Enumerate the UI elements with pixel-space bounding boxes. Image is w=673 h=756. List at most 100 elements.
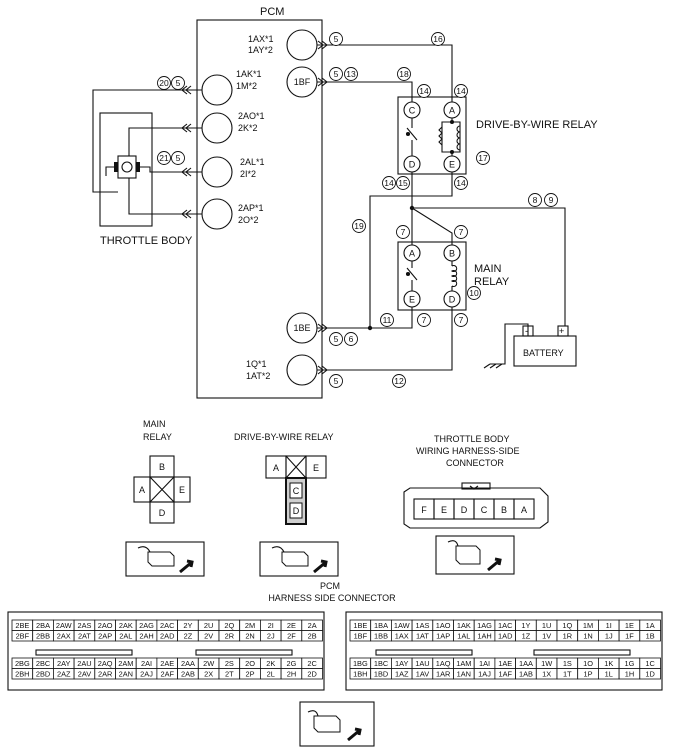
- pcm-connector-terminal-label: 2S: [225, 659, 234, 668]
- wire-num-20: 20: [157, 76, 171, 90]
- svg-text:8: 8: [533, 195, 538, 205]
- label-1ay: 1AY*2: [248, 45, 273, 55]
- wire-num-5f: 5: [171, 151, 185, 165]
- svg-text:9: 9: [549, 195, 554, 205]
- wire-num-14b: 14: [454, 84, 468, 98]
- pcm-connector-terminal-label: 1BE: [353, 621, 367, 630]
- wire-num-13: 13: [344, 67, 358, 81]
- pcm-conn-title-1: PCM: [320, 581, 340, 591]
- svg-text:15: 15: [398, 178, 408, 188]
- tb-connector-pin-label: F: [421, 505, 427, 515]
- svg-text:5: 5: [334, 376, 339, 386]
- pcm-connector-terminal-label: 1BH: [353, 670, 367, 679]
- junction-dot-2: [367, 325, 373, 331]
- throttle-motor-symbol: [114, 155, 140, 179]
- svg-text:7: 7: [401, 227, 406, 237]
- svg-text:5: 5: [176, 78, 181, 88]
- pcm-connector-terminal-label: 2BG: [15, 659, 30, 668]
- svg-text:13: 13: [346, 69, 356, 79]
- pcm-connector-terminal-label: 1Y: [521, 621, 530, 630]
- svg-text:5: 5: [334, 34, 339, 44]
- battery-minus: -: [525, 326, 528, 336]
- wire-num-7d: 7: [454, 313, 468, 327]
- pcm-connector-terminal-label: 2AR: [98, 670, 112, 679]
- pcm-terminal-2ap: 2AP*1 2O*2: [201, 198, 264, 230]
- wire-num-19: 19: [352, 219, 366, 233]
- svg-text:7: 7: [459, 315, 464, 325]
- connector-illustration-main: [125, 541, 205, 577]
- pcm-connector-terminal-label: 1AN: [457, 670, 471, 679]
- svg-text:14: 14: [456, 178, 466, 188]
- pcm-connector-terminal-label: 1AI: [479, 659, 490, 668]
- svg-text:12: 12: [394, 376, 404, 386]
- pcm-connector-terminal-label: 2AC: [160, 621, 175, 630]
- battery-box: [513, 335, 577, 367]
- svg-text:17: 17: [478, 153, 488, 163]
- pcm-connector-terminal-label: 1U: [542, 621, 551, 630]
- pcm-connector-cavity: [301, 668, 323, 680]
- wire-num-8: 8: [528, 193, 542, 207]
- pcm-connector-terminal-label: 2BE: [15, 621, 29, 630]
- dbw-relay-pins: C A D E: [403, 101, 461, 173]
- svg-text:14: 14: [419, 86, 429, 96]
- pcm-connector-terminal-label: 1K: [604, 659, 613, 668]
- label-1ak: 1AK*1: [236, 69, 262, 79]
- pcm-connector-terminal-label: 1O: [583, 659, 593, 668]
- pcm-key-left-1: [35, 649, 133, 656]
- pcm-connector-terminal-label: 2X: [204, 670, 213, 679]
- wire-num-9: 9: [544, 193, 558, 207]
- main-pin-b: B: [449, 249, 455, 259]
- svg-text:10: 10: [469, 288, 479, 298]
- dbw-pin-a: A: [449, 106, 455, 116]
- throttle-body-box: [99, 112, 153, 227]
- pcm-connector-terminal-label: 2P: [246, 670, 255, 679]
- pcm-connector-terminal-label: 1AF: [498, 670, 512, 679]
- pcm-connector-terminal-label: 1N: [583, 632, 592, 641]
- pcm-connector-terminal-label: 2AW: [56, 621, 72, 630]
- pcm-key-left-2: [195, 649, 293, 656]
- pcm-connector-terminal-label: 1J: [605, 632, 613, 641]
- svg-text:5: 5: [334, 69, 339, 79]
- battery-plus: +: [559, 326, 564, 336]
- pcm-connector-terminal-label: 1AX: [395, 632, 409, 641]
- svg-text:7: 7: [459, 227, 464, 237]
- pcm-terminal-1bf: 1BF: [286, 66, 318, 98]
- pcm-box: [196, 19, 323, 399]
- tb-connector-pin-label: A: [521, 505, 527, 515]
- pcm-connector-terminal-label: 2AK: [119, 621, 133, 630]
- pcm-connector-terminal-label: 2BD: [36, 670, 50, 679]
- connector-illustration-pcm: [299, 701, 375, 747]
- pcm-connector-terminal-label: 2H: [287, 670, 296, 679]
- pcm-terminal-1be: 1BE: [286, 312, 318, 344]
- pcm-connector-terminal-label: 1AV: [416, 670, 429, 679]
- pcm-connector-terminal-label: 1AA: [519, 659, 533, 668]
- pcm-connector-terminal-label: 2D: [307, 670, 316, 679]
- label-2i: 2I*2: [240, 169, 256, 179]
- tb-connector-pin-label: B: [501, 505, 507, 515]
- pcm-connector-terminal-label: 2AS: [77, 621, 91, 630]
- svg-text:5: 5: [334, 334, 339, 344]
- pcm-connector-terminal-label: 2AE: [160, 659, 174, 668]
- pcm-connector-terminal-label: 1BA: [374, 621, 388, 630]
- connector-illustration-dbw: [259, 541, 339, 577]
- conn-main-a: A: [139, 485, 145, 495]
- junction-dot-1: [409, 205, 415, 211]
- pcm-connector-terminal-label: 1BF: [354, 632, 368, 641]
- pcm-connector-terminal-label: 1X: [542, 670, 551, 679]
- pcm-connector-terminal-label: 2BH: [15, 670, 29, 679]
- pcm-connector-cavity: [639, 668, 661, 680]
- pcm-connector-terminal-label: 1C: [645, 659, 655, 668]
- dbw-relay-connector-view: DRIVE-BY-WIRE RELAY A E C D: [234, 432, 334, 525]
- conn-main-title-2: RELAY: [143, 432, 172, 442]
- pcm-connector-terminal-label: 1Q: [562, 621, 572, 630]
- main-relay-internals: [405, 261, 458, 291]
- pcm-connector-terminal-label: 2Y: [183, 621, 192, 630]
- pcm-connector-terminal-label: 1AB: [519, 670, 533, 679]
- wire-num-5a: 5: [329, 32, 343, 46]
- dbw-relay-internals: [405, 118, 461, 156]
- pcm-connector-terminal-label: 2O: [245, 659, 255, 668]
- pcm-connector-terminal-label: 2BC: [36, 659, 51, 668]
- pcm-conn-title-2: HARNESS SIDE CONNECTOR: [268, 593, 396, 603]
- wire-num-18: 18: [397, 67, 411, 81]
- pcm-connector-terminal-label: 2AM: [118, 659, 133, 668]
